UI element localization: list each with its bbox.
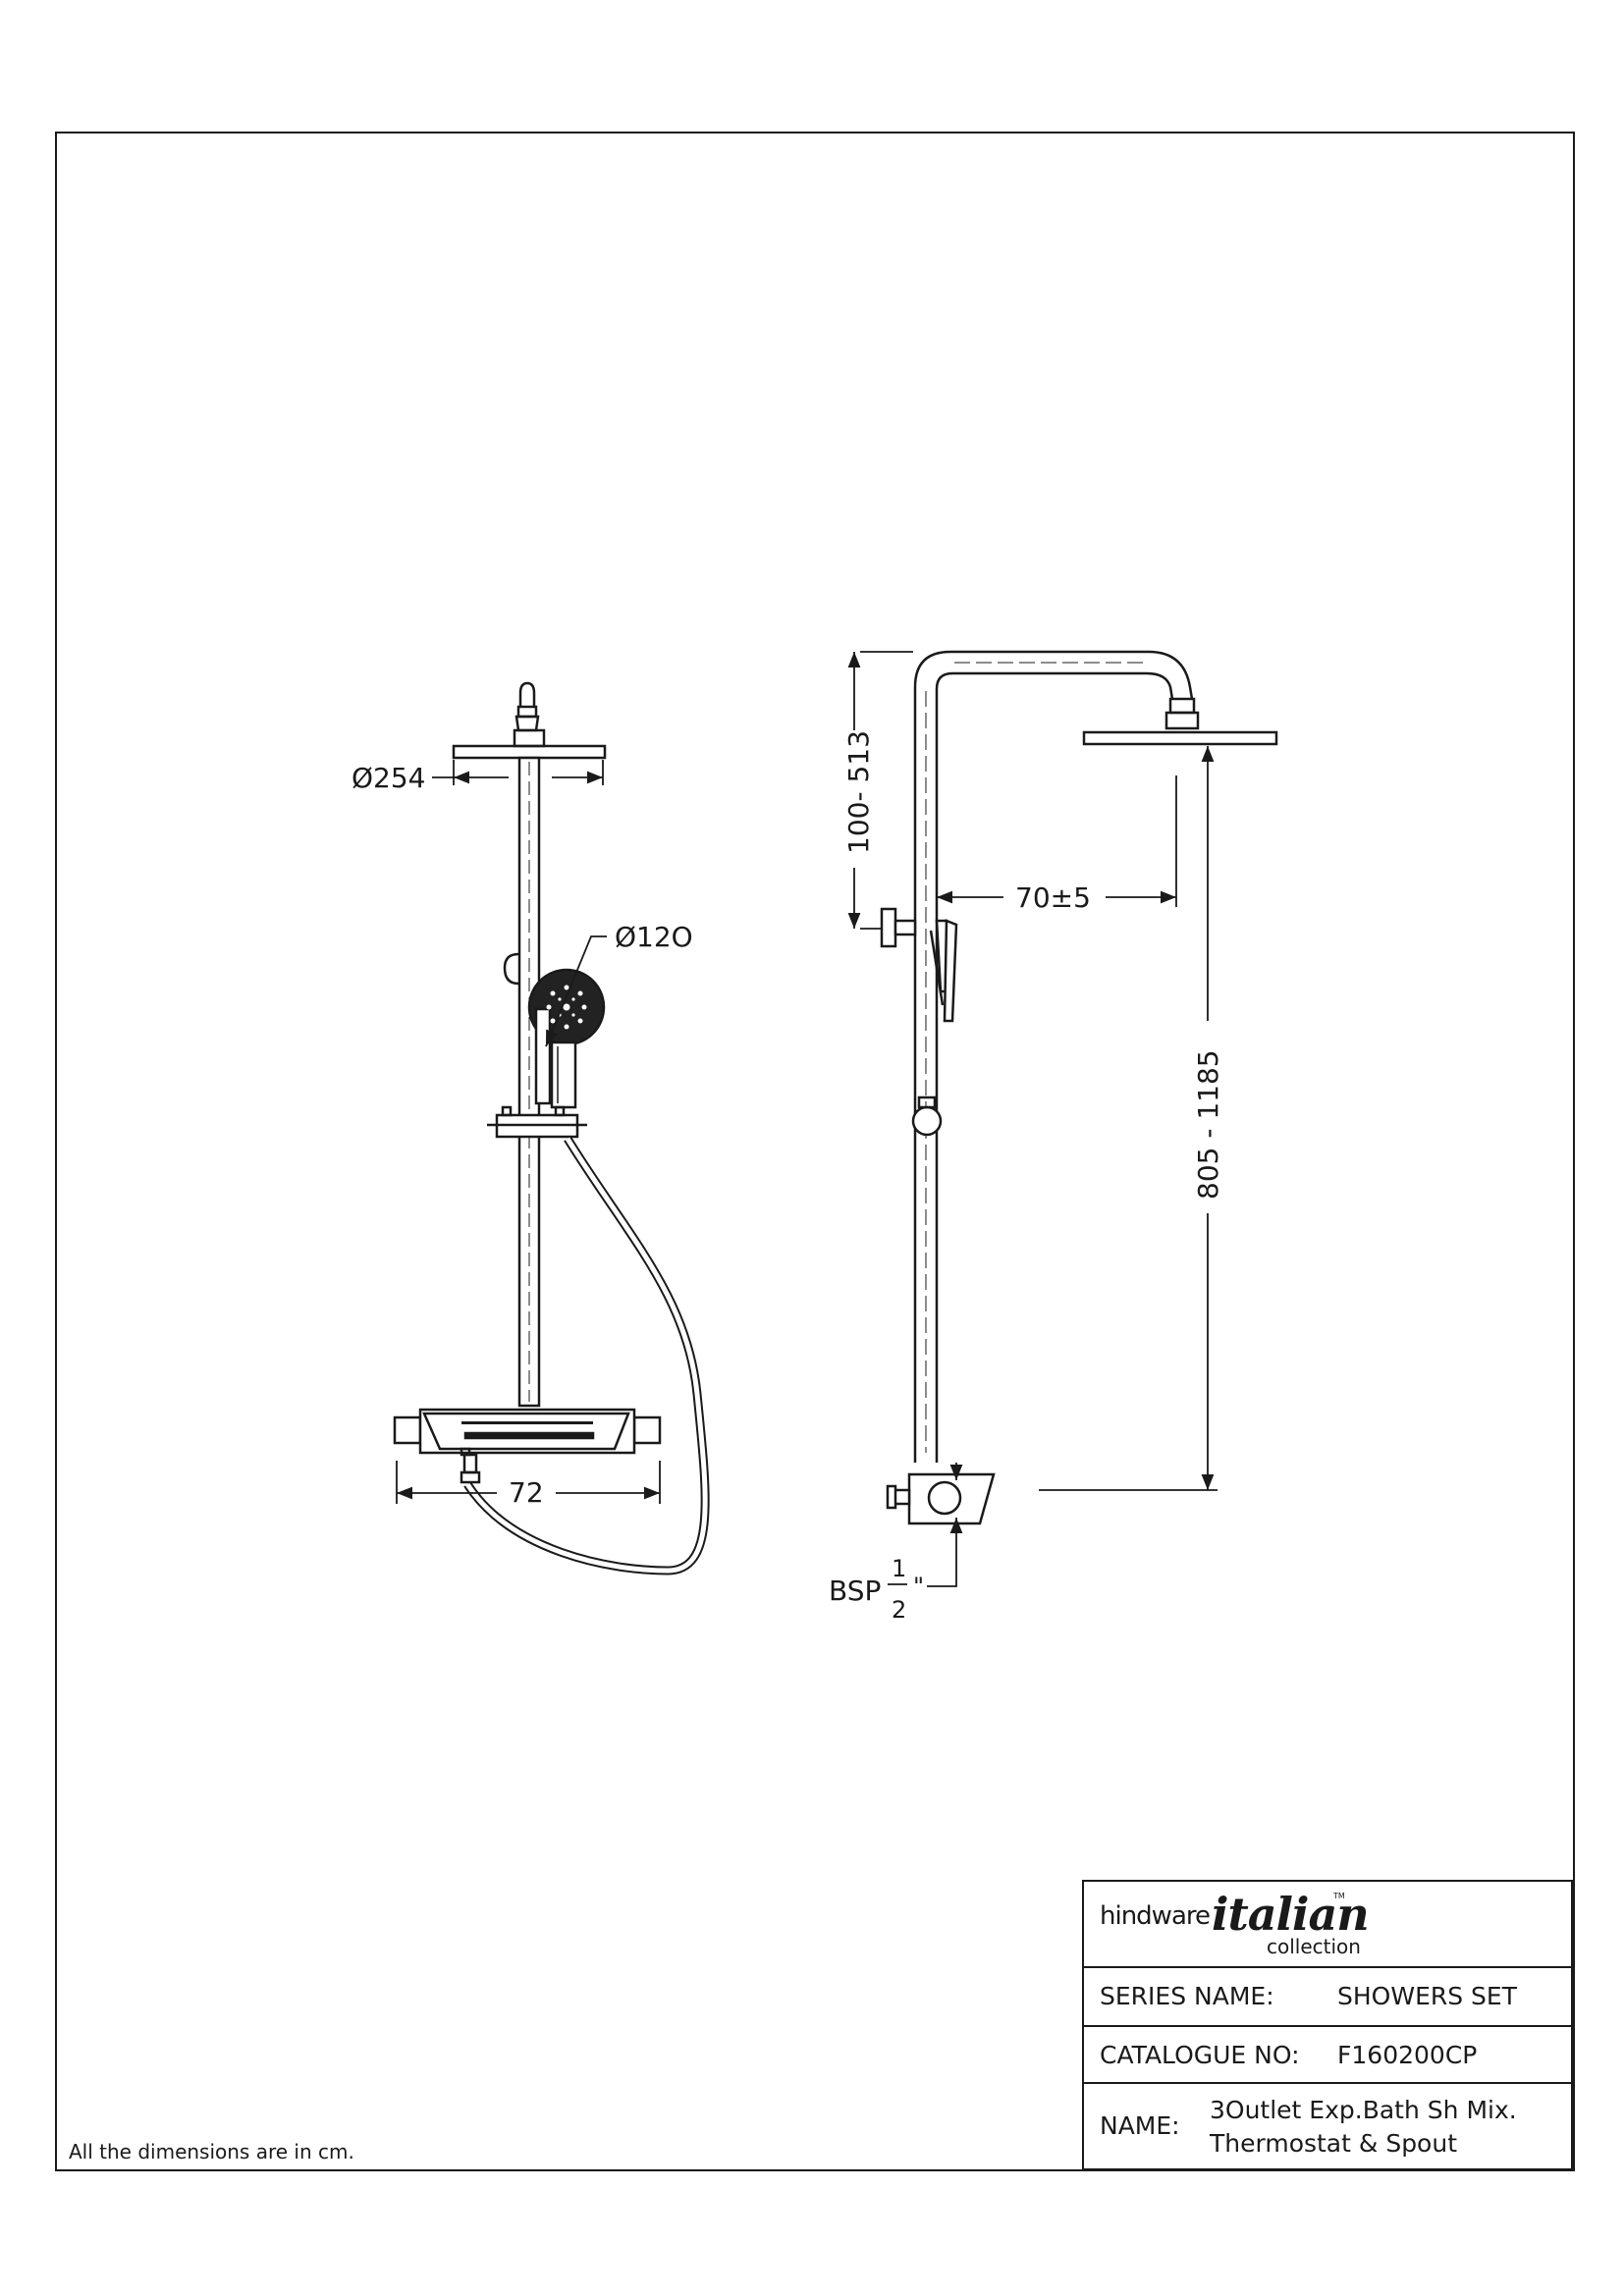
logo-row: hindware italian TM collection bbox=[1084, 1882, 1571, 1968]
title-block: hindware italian TM collection SERIES NA… bbox=[1082, 1880, 1573, 2170]
trademark-mark: TM bbox=[1333, 1892, 1345, 1900]
dim-hand-shower-diameter: Ø12O bbox=[615, 921, 693, 953]
dimension-lines bbox=[396, 651, 1218, 1587]
hand-shower-nozzles bbox=[546, 985, 587, 1030]
series-row: SERIES NAME: SHOWERS SET bbox=[1084, 1968, 1571, 2027]
name-row: NAME: 3Outlet Exp.Bath Sh Mix. Thermosta… bbox=[1084, 2084, 1571, 2170]
brand-sub-text: collection bbox=[1267, 1935, 1361, 1958]
drawing-frame bbox=[55, 132, 1575, 2171]
catalogue-label: CATALOGUE NO: bbox=[1100, 2041, 1300, 2069]
dim-head-diameter: Ø254 bbox=[352, 762, 425, 794]
name-line-1: 3Outlet Exp.Bath Sh Mix. bbox=[1210, 2096, 1517, 2124]
name-line-2: Thermostat & Spout bbox=[1210, 2129, 1458, 2158]
brand-logo-text: hindware bbox=[1100, 1901, 1211, 1931]
dim-arm-projection: 70±5 bbox=[1015, 881, 1091, 914]
catalogue-row: CATALOGUE NO: F160200CP bbox=[1084, 2027, 1571, 2084]
bsp-prefix: BSP bbox=[829, 1575, 881, 1607]
name-label: NAME: bbox=[1100, 2111, 1180, 2140]
bsp-numerator: 1 bbox=[892, 1555, 906, 1582]
dim-mixer-width: 72 bbox=[509, 1476, 544, 1509]
series-label: SERIES NAME: bbox=[1100, 1982, 1274, 2010]
bsp-suffix: " bbox=[913, 1573, 924, 1600]
bsp-thread-label: BSP 1 2 " bbox=[829, 1555, 924, 1624]
front-view bbox=[393, 681, 710, 1575]
bsp-denominator: 2 bbox=[892, 1596, 906, 1624]
side-view bbox=[880, 650, 1278, 1525]
series-value: SHOWERS SET bbox=[1337, 1982, 1517, 2010]
dim-rail-height: 805 - 1185 bbox=[1192, 1049, 1224, 1200]
name-value: 3Outlet Exp.Bath Sh Mix. Thermostat & Sp… bbox=[1210, 2094, 1517, 2161]
dimensions-note: All the dimensions are in cm. bbox=[69, 2140, 354, 2163]
dim-arm-height: 100- 513 bbox=[842, 730, 875, 854]
brand-script-text: italian bbox=[1212, 1888, 1370, 1941]
catalogue-value: F160200CP bbox=[1337, 2041, 1478, 2069]
